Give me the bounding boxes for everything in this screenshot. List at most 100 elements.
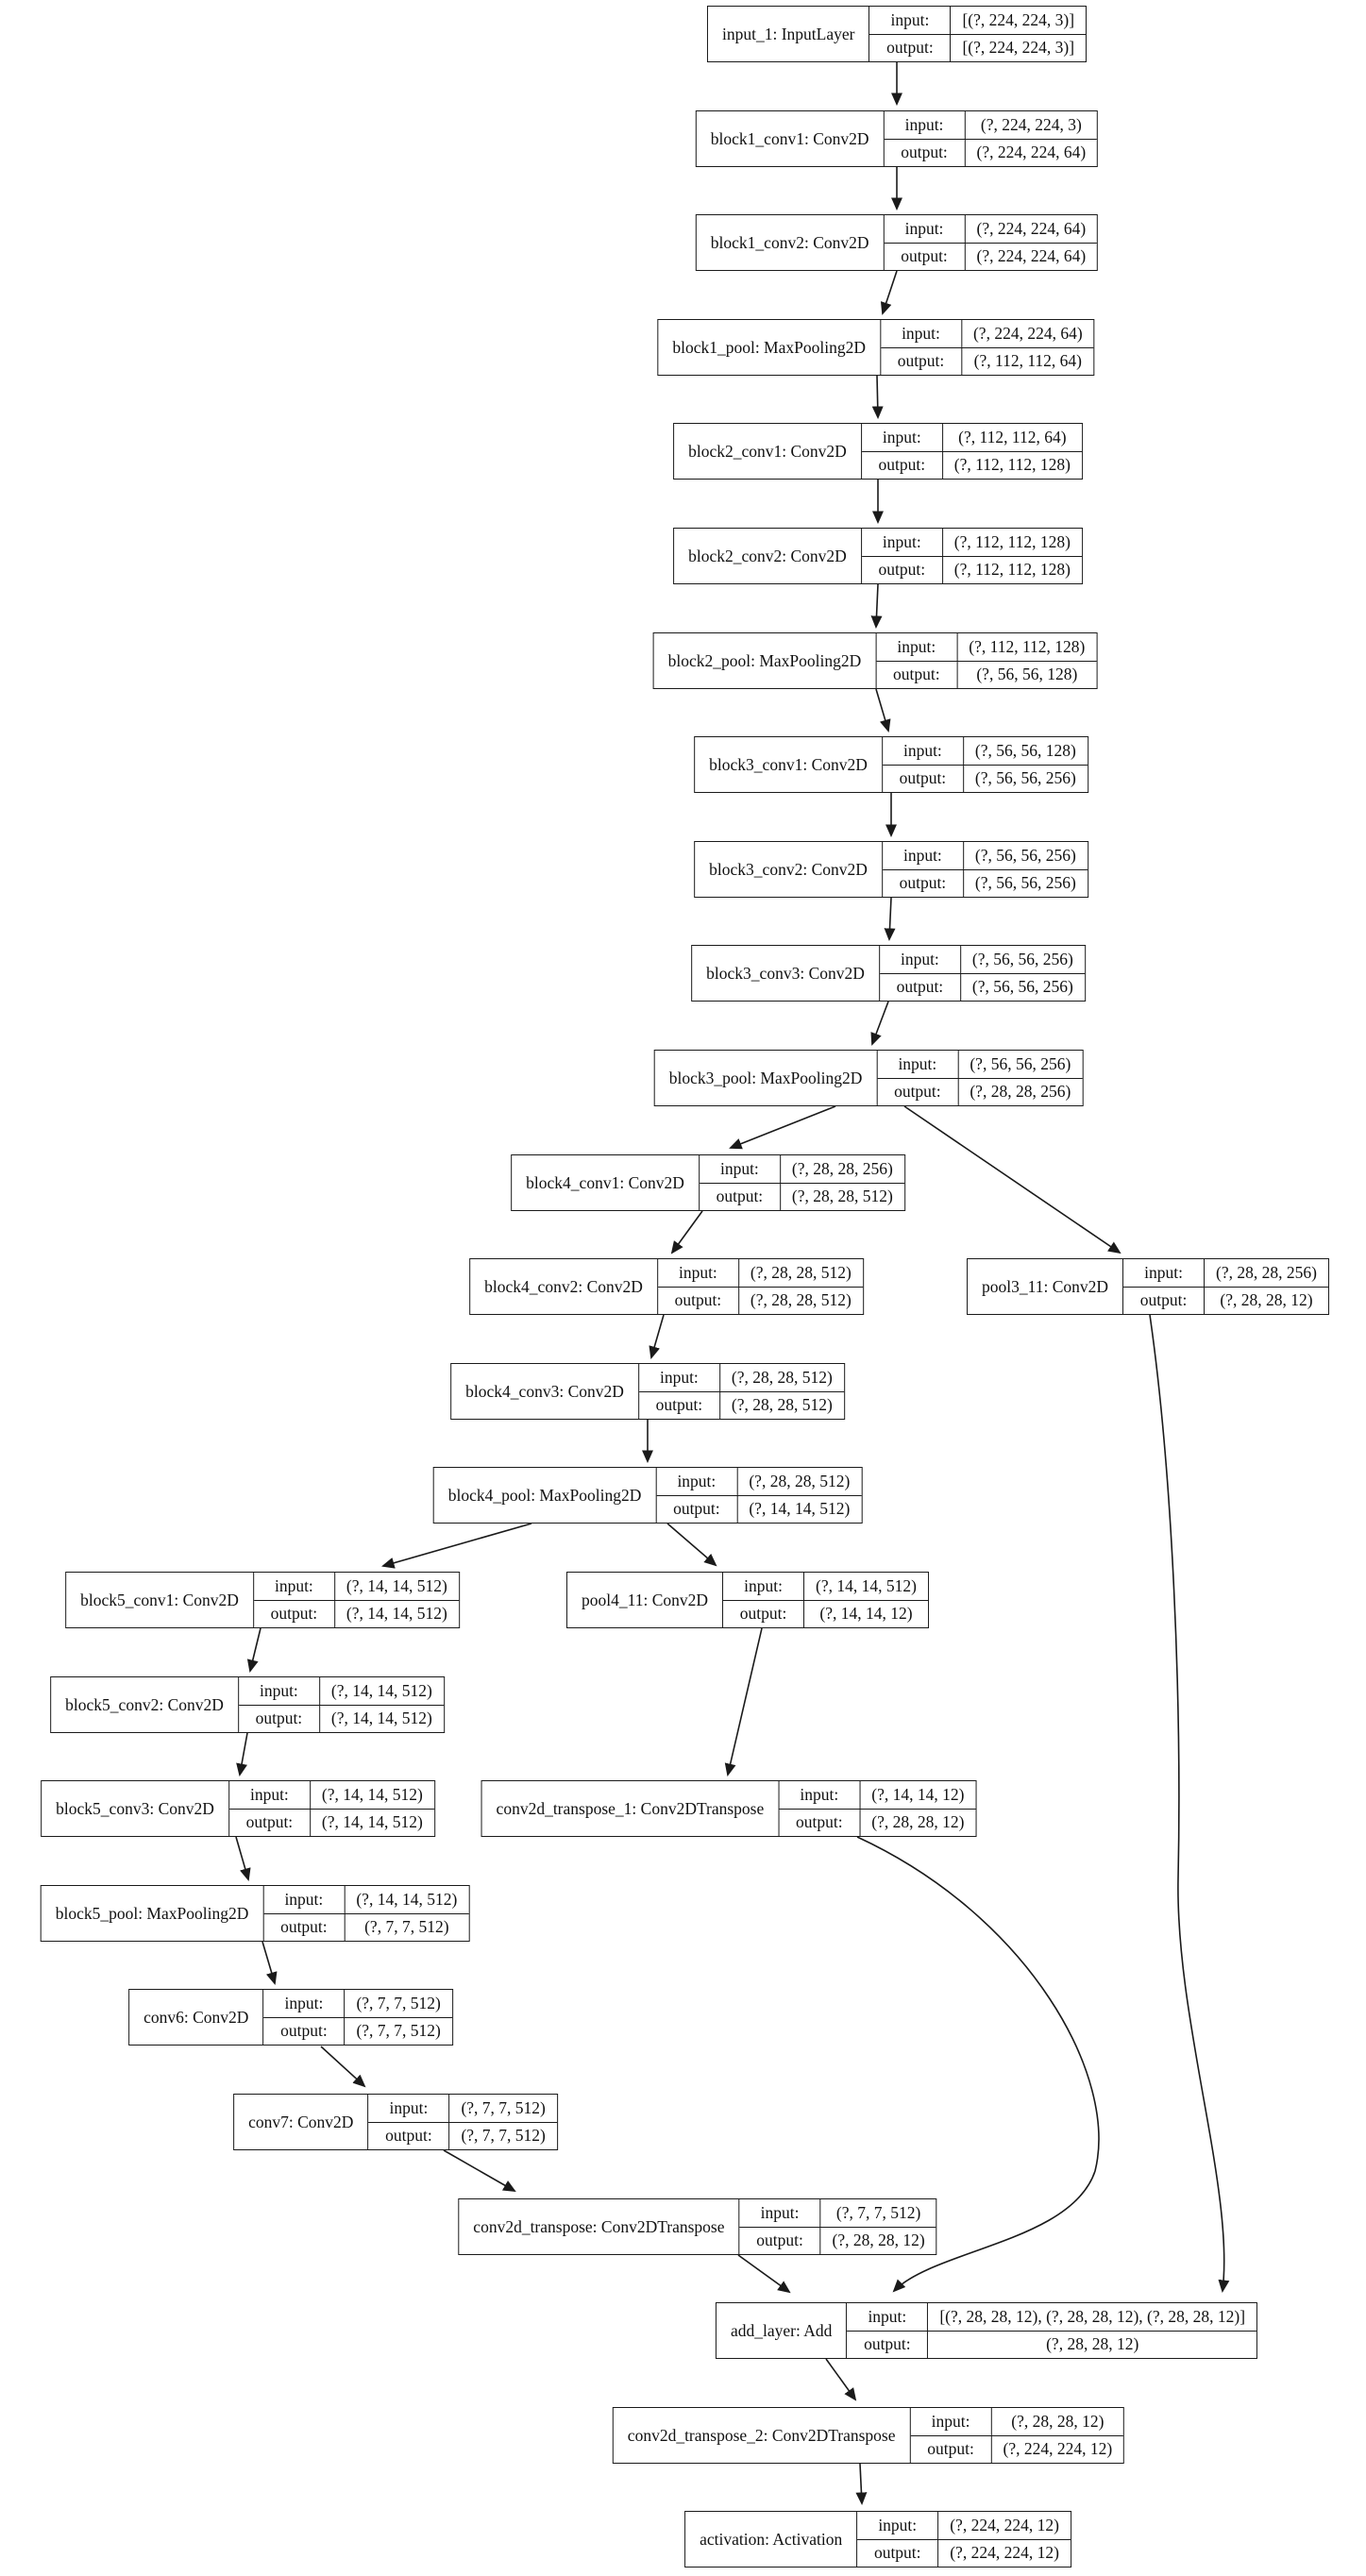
node-conv2d_transpose: conv2d_transpose: Conv2DTranspose input:…: [458, 2198, 937, 2255]
output-shape: (?, 14, 14, 512): [749, 1499, 851, 1519]
input-shape: (?, 112, 112, 128): [953, 531, 1071, 551]
layer-name: block3_conv2: Conv2D: [695, 842, 883, 897]
output-label: output:: [883, 765, 964, 792]
input-shape: (?, 224, 224, 3): [980, 114, 1082, 134]
input-shape: (?, 14, 14, 512): [356, 1889, 458, 1909]
layer-name: add_layer: Add: [717, 2303, 848, 2358]
output-label: output:: [862, 451, 943, 479]
edge-conv2d_transpose-add_layer: [737, 2254, 791, 2294]
input-label: input:: [723, 1573, 805, 1600]
output-label: output:: [254, 1600, 335, 1627]
node-block1_pool: block1_pool: MaxPooling2D input:(?, 224,…: [657, 319, 1095, 376]
output-label: output:: [239, 1705, 320, 1732]
layer-name: block4_conv3: Conv2D: [451, 1364, 639, 1419]
layer-name: block3_pool: MaxPooling2D: [655, 1051, 878, 1105]
layer-name: block2_pool: MaxPooling2D: [654, 633, 877, 688]
output-shape: (?, 14, 14, 12): [819, 1604, 913, 1624]
edge-block2_pool-block3_conv1: [875, 688, 891, 732]
node-block5_conv2: block5_conv2: Conv2D input:(?, 14, 14, 5…: [50, 1676, 445, 1733]
output-label: output:: [723, 1600, 805, 1627]
layer-name: block1_conv1: Conv2D: [697, 111, 885, 166]
edge-block1_pool-block2_conv1: [871, 375, 884, 420]
node-block3_conv1: block3_conv1: Conv2D input:(?, 56, 56, 1…: [694, 736, 1088, 793]
output-shape: (?, 28, 28, 256): [970, 1082, 1071, 1102]
node-block5_conv1: block5_conv1: Conv2D input: (?, 14, 14, 5…: [65, 1572, 460, 1628]
output-label: output:: [885, 243, 966, 270]
node-block5_conv3: block5_conv3: Conv2D input:(?, 14, 14, 5…: [41, 1780, 435, 1837]
layer-name: conv2d_transpose_2: Conv2DTranspose: [614, 2408, 911, 2463]
node-block1_conv1: block1_conv1: Conv2D input:(?, 224, 224,…: [695, 110, 1099, 167]
input-label: input:: [254, 1573, 335, 1600]
node-block4_pool: block4_pool: MaxPooling2D input:(?, 28, …: [432, 1467, 863, 1524]
input-shape: (?, 56, 56, 256): [971, 949, 1073, 968]
input-shape: (?, 14, 14, 512): [346, 1575, 447, 1595]
input-shape: (?, 14, 14, 512): [330, 1680, 432, 1700]
layer-name: block5_pool: MaxPooling2D: [42, 1886, 264, 1941]
layer-name: block5_conv3: Conv2D: [42, 1781, 229, 1836]
output-label: output:: [740, 2227, 821, 2254]
node-block2_pool: block2_pool: MaxPooling2D input:(?, 112,…: [652, 632, 1098, 689]
node-conv2d_transpose_2: conv2d_transpose_2: Conv2DTranspose inpu…: [612, 2407, 1125, 2464]
input-shape: (?, 28, 28, 512): [731, 1367, 833, 1387]
node-pool3_11: pool3_11: Conv2D input:(?, 28, 28, 256) …: [967, 1258, 1329, 1315]
input-shape: (?, 224, 224, 64): [972, 323, 1083, 343]
input-shape: (?, 28, 28, 256): [1216, 1262, 1317, 1282]
output-label: output:: [658, 1287, 739, 1314]
output-shape: (?, 28, 28, 12): [1220, 1290, 1313, 1310]
input-shape: (?, 14, 14, 12): [871, 1784, 965, 1804]
layer-name: input_1: InputLayer: [708, 7, 870, 61]
node-block1_conv2: block1_conv2: Conv2D input:(?, 224, 224,…: [695, 214, 1099, 271]
layer-name: pool3_11: Conv2D: [968, 1259, 1124, 1314]
input-shape: (?, 56, 56, 128): [974, 740, 1076, 760]
output-shape: (?, 224, 224, 64): [976, 143, 1087, 162]
input-label: input:: [1123, 1259, 1206, 1287]
output-label: output:: [263, 2017, 346, 2045]
input-shape: (?, 112, 112, 64): [958, 427, 1067, 446]
output-label: output:: [862, 556, 943, 583]
edge-block4_conv1-block4_conv2: [670, 1210, 703, 1254]
input-shape: (?, 112, 112, 128): [969, 636, 1086, 656]
input-label: input:: [877, 1051, 959, 1078]
edge-pool3_11-add_layer: [1149, 1314, 1230, 2294]
input-label: input:: [656, 1468, 738, 1495]
input-shape: (?, 7, 7, 512): [461, 2097, 546, 2117]
input-shape: (?, 56, 56, 256): [974, 845, 1076, 865]
output-label: output:: [700, 1183, 781, 1210]
output-label: output:: [639, 1391, 720, 1419]
output-label: output:: [263, 1913, 346, 1941]
input-label: input:: [263, 1886, 346, 1913]
input-shape: (?, 224, 224, 12): [950, 2515, 1059, 2534]
layer-name: block2_conv2: Conv2D: [674, 529, 862, 583]
node-block3_conv2: block3_conv2: Conv2D input: (?, 56, 56, 2…: [694, 841, 1088, 898]
input-shape: (?, 7, 7, 512): [356, 1993, 441, 2012]
input-label: input:: [368, 2095, 450, 2122]
edge-block5_conv3-block5_pool: [235, 1836, 251, 1881]
output-label: output:: [229, 1809, 311, 1836]
input-shape: (?, 224, 224, 64): [976, 218, 1087, 238]
input-label: input:: [263, 1990, 346, 2017]
node-block2_conv1: block2_conv1: Conv2D input:(?, 112, 112,…: [673, 423, 1083, 480]
node-input_1: input_1: InputLayer input:[(?, 224, 224,…: [706, 6, 1088, 62]
output-shape: (?, 28, 28, 12): [1046, 2334, 1139, 2354]
output-shape: (?, 224, 224, 64): [976, 246, 1087, 266]
node-activation: activation: Activation input:(?, 224, 22…: [684, 2511, 1071, 2568]
input-label: input:: [779, 1781, 861, 1809]
layer-name: block3_conv3: Conv2D: [692, 946, 880, 1001]
input-shape: (?, 28, 28, 12): [1011, 2411, 1105, 2431]
layer-name: block5_conv1: Conv2D: [66, 1573, 254, 1627]
input-shape: [(?, 224, 224, 3)]: [962, 9, 1075, 29]
edge-block2_conv2-block2_pool: [870, 583, 883, 630]
output-label: output:: [880, 973, 961, 1001]
edge-conv2d_transpose_2-activation: [855, 2463, 868, 2506]
output-label: output:: [656, 1495, 738, 1523]
layer-name: conv7: Conv2D: [234, 2095, 369, 2149]
edge-block4_pool-block5_conv1: [381, 1523, 532, 1569]
layer-name: block4_conv1: Conv2D: [512, 1155, 700, 1210]
input-label: input:: [658, 1259, 739, 1287]
node-block2_conv2: block2_conv2: Conv2D input:(?, 112, 112,…: [673, 528, 1083, 584]
output-shape: (?, 14, 14, 512): [330, 1709, 432, 1728]
output-label: output:: [881, 347, 962, 375]
layer-name: block2_conv1: Conv2D: [674, 424, 862, 479]
input-label: input:: [883, 842, 964, 869]
output-shape: (?, 28, 28, 12): [832, 2231, 925, 2250]
